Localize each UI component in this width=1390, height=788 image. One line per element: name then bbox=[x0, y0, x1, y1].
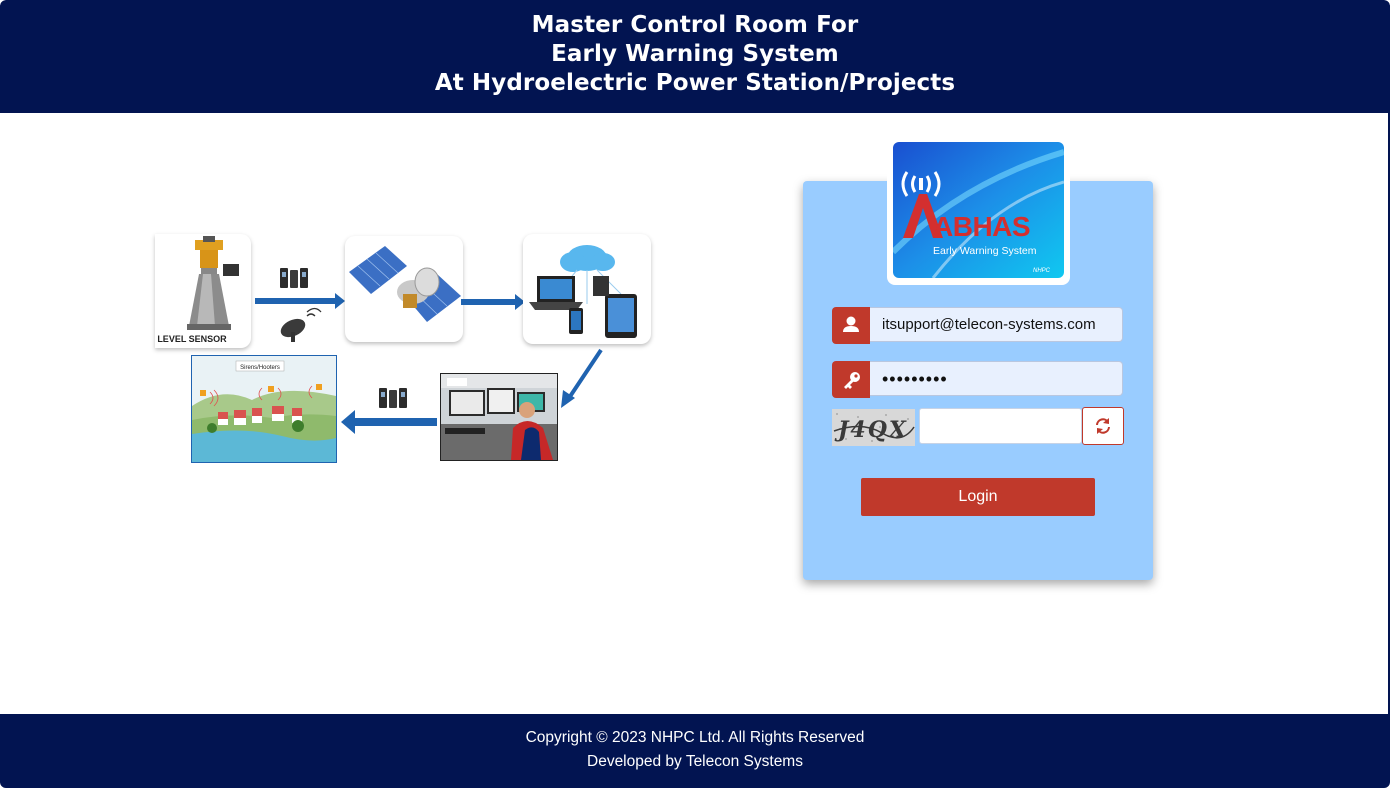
refresh-captcha-button[interactable] bbox=[1082, 407, 1124, 445]
system-workflow-diagram: LEVEL SENSOR bbox=[155, 230, 655, 465]
sirens-village-icon: Sirens/Hooters bbox=[192, 356, 336, 462]
header-title-line-2: Early Warning System bbox=[551, 41, 839, 67]
password-row: ••••••••• bbox=[832, 361, 1124, 398]
logo-frame: ABHAS Early Warning System NHPC bbox=[887, 139, 1070, 285]
arrow-right-icon bbox=[461, 294, 525, 310]
control-room-icon bbox=[441, 374, 557, 460]
refresh-icon bbox=[1096, 418, 1110, 434]
key-icon bbox=[832, 361, 870, 398]
level-sensor-icon: LEVEL SENSOR bbox=[157, 236, 239, 344]
logo-brand-text: ABHAS bbox=[933, 211, 1030, 242]
username-input[interactable] bbox=[870, 307, 1123, 342]
footer-developer: Developed by Telecon Systems bbox=[587, 753, 803, 770]
user-icon bbox=[832, 307, 870, 344]
footer-copyright: Copyright © 2023 NHPC Ltd. All Rights Re… bbox=[525, 729, 865, 746]
sirens-label: Sirens/Hooters bbox=[240, 365, 280, 371]
page-header: Master Control Room For Early Warning Sy… bbox=[0, 0, 1390, 113]
satellite-card bbox=[345, 236, 463, 342]
cloud-devices-icon bbox=[529, 245, 637, 338]
abhas-logo: ABHAS Early Warning System NHPC bbox=[893, 142, 1064, 278]
level-sensor-card: LEVEL SENSOR bbox=[155, 234, 251, 348]
captcha-image: J4QX bbox=[832, 409, 915, 446]
level-sensor-label: LEVEL SENSOR bbox=[157, 334, 227, 344]
logo-tagline: Early Warning System bbox=[933, 245, 1037, 257]
sirens-village-card: Sirens/Hooters bbox=[191, 355, 337, 463]
username-row bbox=[832, 307, 1124, 344]
captcha-text: J4QX bbox=[834, 417, 908, 443]
password-input[interactable]: ••••••••• bbox=[870, 361, 1123, 396]
satellite-icon bbox=[349, 246, 461, 322]
logo-org: NHPC bbox=[1033, 268, 1051, 274]
header-title-line-1: Master Control Room For bbox=[531, 12, 859, 38]
arrow-down-left-icon bbox=[561, 348, 603, 408]
arrow-left-icon bbox=[341, 388, 437, 434]
captcha-input[interactable] bbox=[919, 408, 1082, 444]
cloud-devices-card bbox=[523, 234, 651, 344]
page-right-edge bbox=[1388, 113, 1390, 714]
login-button[interactable]: Login bbox=[861, 478, 1095, 516]
radio-link-icon bbox=[255, 268, 345, 342]
header-title-line-3: At Hydroelectric Power Station/Projects bbox=[434, 70, 956, 96]
abhas-logo-icon: ABHAS Early Warning System NHPC bbox=[893, 142, 1064, 278]
control-room-card bbox=[440, 373, 558, 461]
page-footer: Copyright © 2023 NHPC Ltd. All Rights Re… bbox=[0, 714, 1390, 788]
